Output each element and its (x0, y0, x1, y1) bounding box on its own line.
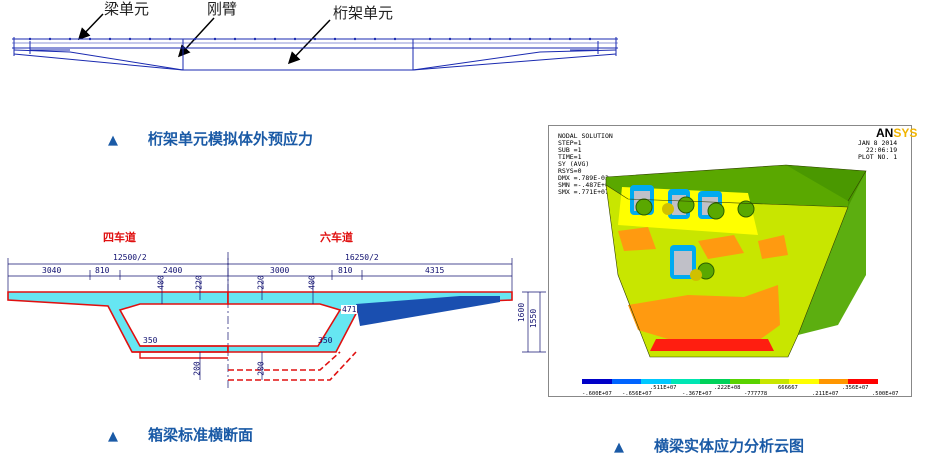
dim-thickness-4: 400 (307, 275, 317, 290)
caption-cross-section: ▲箱梁标准横断面 (108, 426, 254, 444)
triangle-bullet-icon: ▲ (108, 429, 118, 444)
ansys-timestamp: JAN 8 2014 22:06:19 PLOT NO. 1 (858, 139, 898, 161)
caption-fea: ▲横梁实体应力分析云图 (614, 437, 805, 455)
legend-label-bottom-6: .500E+07 (872, 391, 899, 397)
legend-label-top-1: .511E+07 (650, 385, 677, 391)
legend-label-bottom-2: -.656E+07 (622, 391, 652, 397)
box-girder-cross-section (7, 252, 546, 390)
dim-height-2: 1550 (529, 308, 539, 329)
triangle-bullet-icon: ▲ (108, 133, 118, 148)
legend-label-bottom-4: -777778 (744, 391, 768, 397)
legend-label-bottom-3: -.367E+07 (682, 391, 712, 397)
dim-top-6: 4315 (425, 266, 445, 275)
triangle-bullet-icon: ▲ (614, 440, 624, 455)
legend-label-top-3: 666667 (778, 385, 798, 391)
dim-thickness-3: 220 (256, 275, 266, 290)
beam-nodes (28, 37, 592, 41)
dim-thickness-2: 220 (194, 275, 204, 290)
dim-height-1: 1600 (517, 302, 527, 323)
ansys-logo: ANSYS (876, 126, 918, 140)
dim-half-width-right: 16250/2 (345, 253, 379, 262)
dim-web-right: 350 (318, 336, 333, 345)
dim-top-2: 810 (95, 266, 110, 275)
dim-top-1: 3040 (42, 266, 62, 275)
legend-label-bottom-1: -.600E+07 (582, 391, 612, 397)
dim-web-left: 350 (143, 336, 158, 345)
stress-legend-bar (582, 379, 878, 384)
label-beam-element: 梁单元 (104, 0, 150, 18)
truss-element-diagram (12, 13, 618, 71)
dim-top-4: 3000 (270, 266, 290, 275)
dim-top-5: 810 (338, 266, 353, 275)
caption-truss: ▲桁架单元模拟体外预应力 (108, 130, 314, 148)
legend-label-top-2: .222E+08 (714, 385, 741, 391)
legend-label-top-4: .356E+07 (842, 385, 869, 391)
title-six-lane: 六车道 (320, 231, 353, 244)
dim-top-3: 2400 (163, 266, 183, 275)
title-four-lane: 四车道 (103, 231, 136, 244)
dim-half-width-left: 12500/2 (113, 253, 147, 262)
label-rigid-arm: 刚臂 (207, 0, 238, 18)
label-truss-element: 桁架单元 (333, 4, 394, 22)
dim-haunch: 471 (341, 305, 358, 314)
dim-thickness-1: 400 (156, 275, 166, 290)
ansys-header: NODAL SOLUTION STEP=1 SUB =1 TIME=1 SY (… (558, 132, 613, 196)
dim-bottom-left: 200 (192, 361, 202, 376)
crossbeam-stress-contour (605, 164, 867, 358)
dim-bottom-right: 200 (256, 361, 266, 376)
legend-label-bottom-5: .211E+07 (812, 391, 839, 397)
